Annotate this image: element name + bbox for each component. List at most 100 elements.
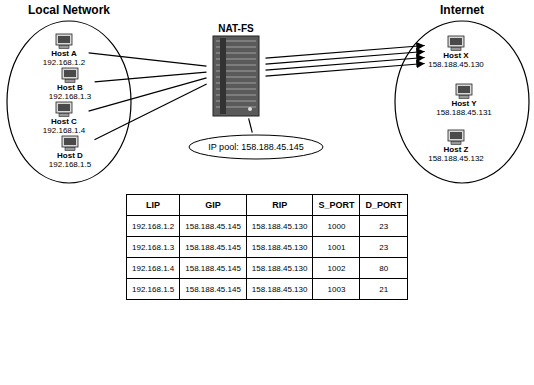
table-cell: 1003 — [313, 279, 360, 300]
table-cell: 1001 — [313, 237, 360, 258]
table-cell-text: 23 — [379, 243, 388, 252]
ip-address: 192.168.1.4 — [43, 126, 85, 135]
network-region: Local NetworkHost A192.168.1.2Host B192.… — [6, 2, 132, 184]
table-cell-text: 192.168.1.2 — [132, 222, 174, 231]
table-cell-text: 1001 — [328, 243, 346, 252]
host-computer: Host Z158.188.45.132 — [426, 128, 486, 164]
table-cell-text: 1003 — [328, 285, 346, 294]
connector — [249, 118, 253, 132]
table-cell: 158.188.45.145 — [180, 258, 247, 279]
host-computer: Host X158.188.45.130 — [426, 34, 486, 70]
node-label: Internet — [394, 2, 530, 18]
computer-icon — [53, 33, 75, 49]
computer-icon — [445, 129, 467, 145]
table-cell: 158.188.45.145 — [180, 237, 247, 258]
header-cell: S_PORT — [313, 195, 360, 216]
host-computer: Host Y158.188.45.131 — [434, 82, 494, 118]
table-cell-text: LIP — [146, 200, 160, 210]
ip-address: 192.168.1.5 — [49, 160, 91, 169]
network-region: InternetHost X158.188.45.130Host Y158.18… — [394, 2, 530, 184]
table-cell-text: 21 — [379, 285, 388, 294]
node-label: NAT-FS — [218, 22, 253, 35]
ip-address: 158.188.45.132 — [428, 154, 484, 163]
node-label: Host A — [51, 49, 76, 58]
mapping-table: LIP GIP RIP S_PORT D_PORT 192.168.1.2 158.188.… — [126, 194, 408, 300]
table-cell-text: 158.188.45.130 — [252, 243, 308, 252]
ip-pool-callout: IP pool: 158.188.45.145 — [188, 134, 324, 160]
table-cell: 158.188.45.130 — [246, 258, 313, 279]
table-row: 192.168.1.2 158.188.45.145 158.188.45.130 1… — [126, 216, 407, 237]
table-row: 192.168.1.5 158.188.45.145 158.188.45.130 1… — [126, 279, 407, 300]
table-cell-text: 158.188.45.130 — [252, 285, 308, 294]
node-label: Local Network — [6, 2, 132, 18]
table-cell-text: GIP — [205, 200, 221, 210]
table-cell-text: 1002 — [328, 264, 346, 273]
computer-icon — [453, 83, 475, 99]
nat-server: NAT-FS — [208, 22, 264, 117]
table-cell: 158.188.45.130 — [246, 279, 313, 300]
table-cell-text: 192.168.1.3 — [132, 243, 174, 252]
host-computer: Host D192.168.1.5 — [47, 134, 93, 170]
header-cell: LIP — [126, 195, 179, 216]
table-cell-text: 158.188.45.145 — [185, 285, 241, 294]
ip-address: 158.188.45.131 — [436, 108, 492, 117]
table-cell: 1002 — [313, 258, 360, 279]
ip-address: 158.188.45.130 — [428, 60, 484, 69]
connector — [95, 72, 207, 82]
table-cell: 158.188.45.145 — [180, 279, 247, 300]
table-cell-text: S_PORT — [318, 200, 354, 210]
node-label: Host Y — [451, 99, 476, 108]
table-cell: 192.168.1.2 — [126, 216, 179, 237]
connector — [89, 53, 207, 66]
table-cell: 192.168.1.3 — [126, 237, 179, 258]
table-cell: 192.168.1.5 — [126, 279, 179, 300]
table-cell: 192.168.1.4 — [126, 258, 179, 279]
table-cell: 1000 — [313, 216, 360, 237]
node-label: Host Z — [444, 145, 469, 154]
connector — [89, 78, 207, 111]
computer-icon — [59, 135, 81, 151]
table-cell-text: 192.168.1.5 — [132, 285, 174, 294]
node-label: Host D — [57, 151, 83, 160]
table-cell-text: 158.188.45.130 — [252, 264, 308, 273]
table-cell: 158.188.45.145 — [180, 216, 247, 237]
table-header: LIP GIP RIP S_PORT D_PORT — [126, 195, 407, 216]
server-rack — [210, 35, 262, 117]
table-cell-text: 192.168.1.4 — [132, 264, 174, 273]
node-label: Host X — [443, 51, 468, 60]
nat-table: LIP GIP RIP S_PORT D_PORT 192.168.1.2 158.188.… — [126, 194, 408, 300]
connector — [94, 84, 206, 140]
host-computer: Host A192.168.1.2 — [41, 32, 87, 68]
computer-icon — [445, 35, 467, 51]
host-computer: Host C192.168.1.4 — [41, 100, 87, 136]
connector — [265, 51, 424, 64]
table-cell: 80 — [360, 258, 408, 279]
table-cell-text: 158.188.45.145 — [185, 243, 241, 252]
header-cell: GIP — [180, 195, 247, 216]
table-row: 192.168.1.4 158.188.45.145 158.188.45.130 1… — [126, 258, 407, 279]
ip-address: 192.168.1.2 — [43, 58, 85, 67]
table-cell-text: 23 — [379, 222, 388, 231]
table-cell-text: 158.188.45.145 — [185, 222, 241, 231]
node-label: Host B — [57, 83, 83, 92]
table-cell-text: 158.188.45.145 — [185, 264, 241, 273]
computer-icon — [53, 101, 75, 117]
table-cell: 158.188.45.130 — [246, 216, 313, 237]
table-cell: 21 — [360, 279, 408, 300]
table-cell-text: D_PORT — [365, 200, 402, 210]
table-row: 192.168.1.3 158.188.45.145 158.188.45.130 1… — [126, 237, 407, 258]
table-cell-text: 80 — [379, 264, 388, 273]
table-cell: 158.188.45.130 — [246, 237, 313, 258]
node-label: Host C — [51, 117, 77, 126]
ip-address: 192.168.1.3 — [49, 92, 91, 101]
table-cell: 23 — [360, 216, 408, 237]
table-cell-text: 158.188.45.130 — [252, 222, 308, 231]
header-cell: D_PORT — [360, 195, 408, 216]
node-label: IP pool: 158.188.45.145 — [208, 142, 303, 153]
table-cell-text: RIP — [272, 200, 287, 210]
header-cell: RIP — [246, 195, 313, 216]
table-cell: 23 — [360, 237, 408, 258]
host-computer: Host B192.168.1.3 — [47, 66, 93, 102]
computer-icon — [59, 67, 81, 83]
